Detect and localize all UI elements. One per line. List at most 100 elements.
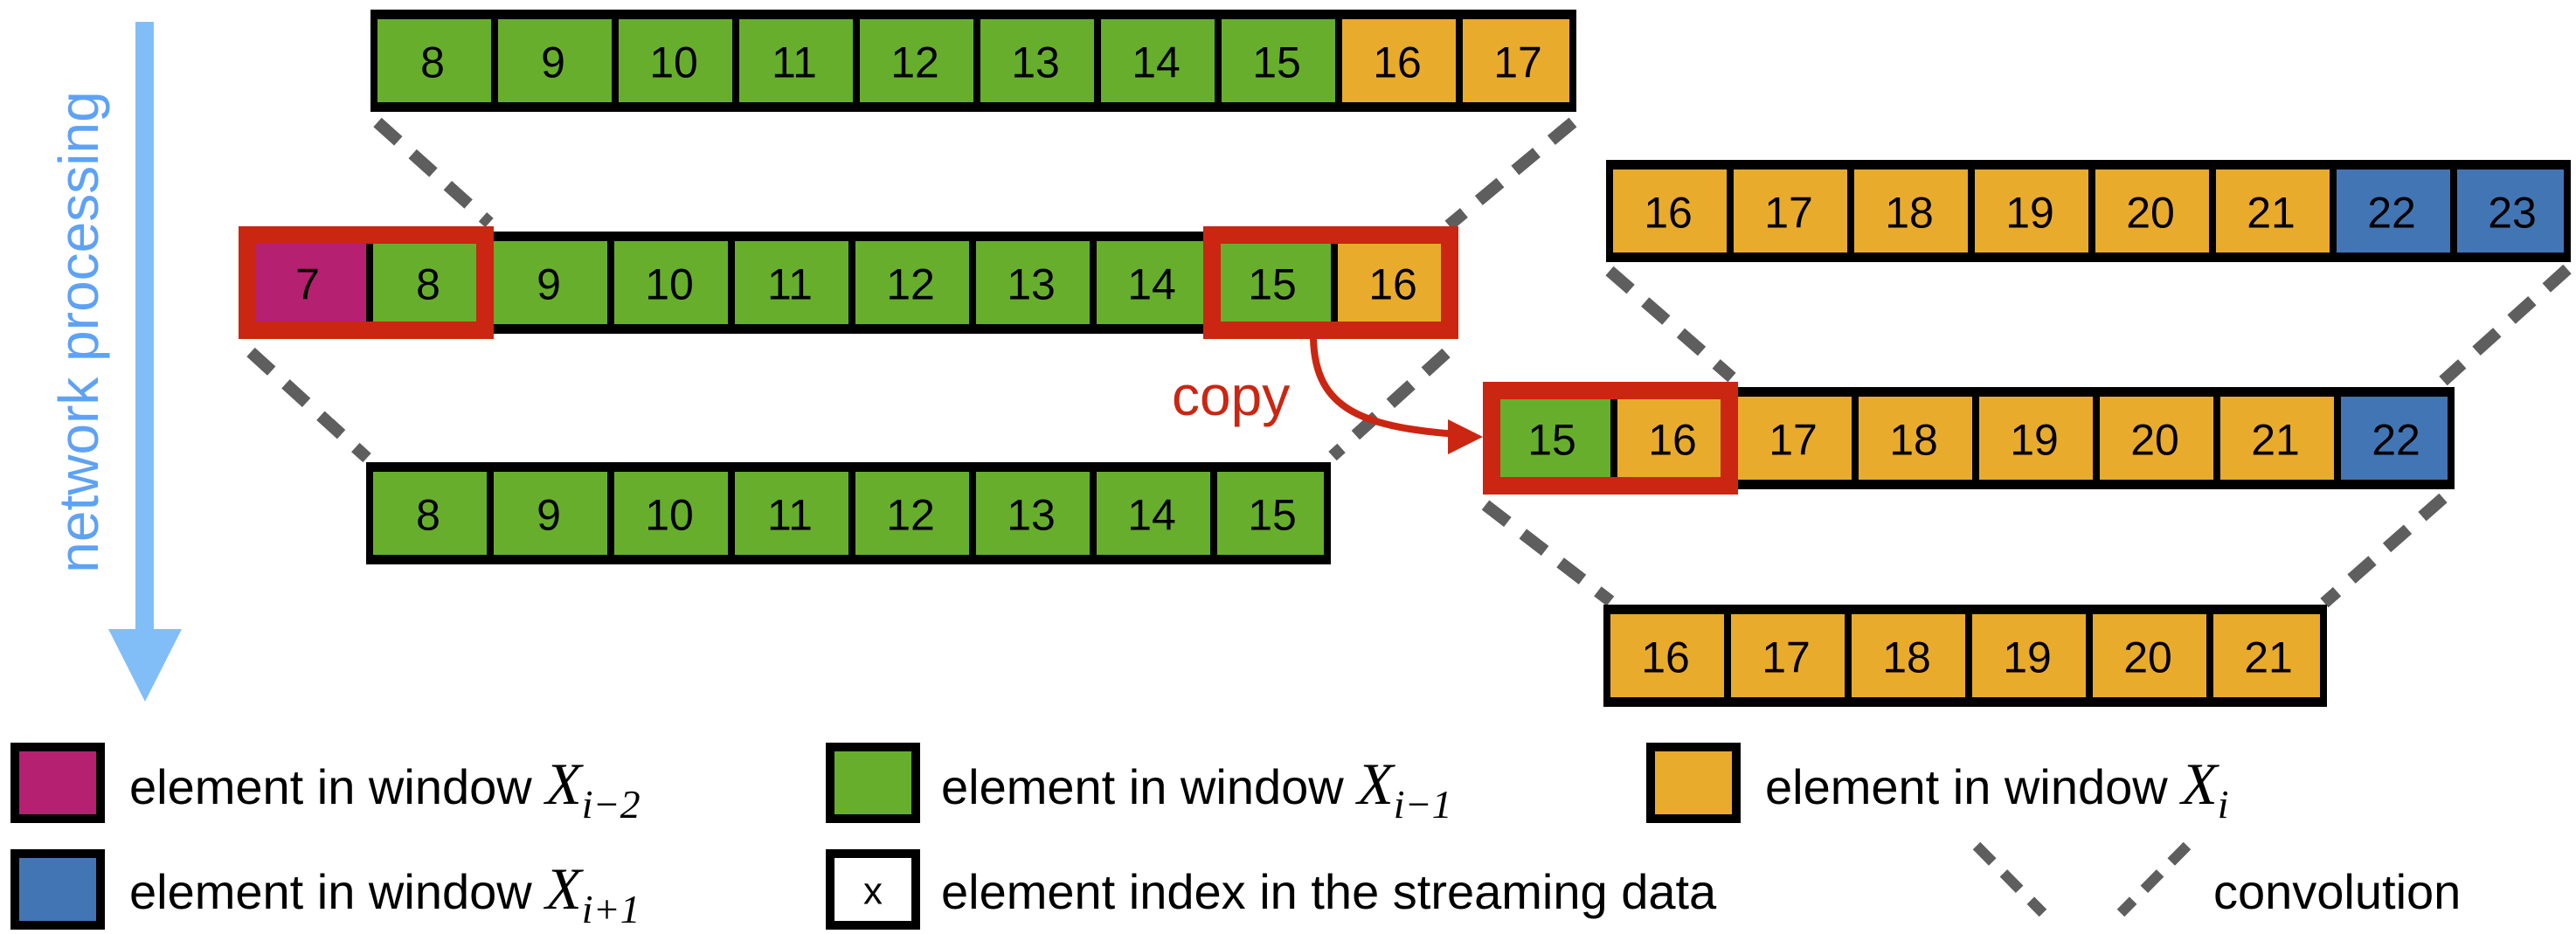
cell-index-label: 7 bbox=[295, 260, 320, 309]
element-cell: 16 bbox=[1617, 397, 1731, 480]
cell-fill-window_i bbox=[1975, 170, 2088, 253]
cell-index-label: 8 bbox=[420, 38, 445, 87]
element-cell: 16 bbox=[1338, 241, 1444, 324]
element-cell: 18 bbox=[1852, 614, 1965, 697]
arrow-shaft bbox=[135, 22, 154, 633]
element-cell: 9 bbox=[498, 19, 612, 102]
cell-fill-window_i bbox=[1342, 19, 1456, 102]
legend-item-window-i-minus-1: element in window Xi−1 bbox=[826, 743, 1452, 827]
element-cell: 15 bbox=[1222, 19, 1335, 102]
cell-index-label: 17 bbox=[1762, 633, 1811, 682]
element-cell: 8 bbox=[377, 19, 491, 102]
cell-index-label: 19 bbox=[2010, 416, 2059, 465]
legend-math-subscript: i+1 bbox=[582, 887, 641, 931]
cell-index-label: 19 bbox=[2003, 633, 2052, 682]
cell-index-label: 11 bbox=[772, 38, 817, 87]
element-cell: 21 bbox=[2220, 397, 2334, 480]
cell-index-label: 13 bbox=[1007, 491, 1056, 540]
cell-fill-window_i bbox=[1617, 397, 1731, 480]
legend-item-convolution: convolution bbox=[1972, 841, 2461, 919]
legend-item-window-i: element in window Xi bbox=[1646, 743, 2229, 827]
legend-math-subscript: i bbox=[2218, 782, 2229, 827]
cell-fill-window_i_minus_1 bbox=[855, 472, 969, 555]
element-cell: 17 bbox=[1463, 19, 1569, 102]
element-cell: 19 bbox=[1975, 170, 2088, 253]
legend-label: element index in the streaming data bbox=[941, 864, 1717, 919]
cell-fill-window_i_minus_1 bbox=[1217, 472, 1324, 555]
cell-fill-window_i_minus_1 bbox=[498, 19, 612, 102]
legend-label: element in window Xi−1 bbox=[941, 751, 1452, 827]
cell-index-label: 22 bbox=[2372, 416, 2420, 465]
convolution-swatch-icon bbox=[2116, 841, 2192, 917]
legend-math-subscript: i−1 bbox=[1394, 782, 1452, 827]
cell-fill-window_i_minus_1 bbox=[373, 472, 487, 555]
cell-fill-window_i_plus_1 bbox=[2457, 170, 2564, 253]
element-cell: 15 bbox=[1217, 472, 1324, 555]
cell-fill-window_i_minus_1 bbox=[1217, 241, 1331, 324]
cell-index-label: 13 bbox=[1011, 38, 1060, 87]
legend-math-symbol: X bbox=[543, 855, 584, 922]
legend-label: convolution bbox=[2213, 864, 2461, 919]
cell-index-label: 21 bbox=[2247, 189, 2296, 238]
cell-fill-window_i bbox=[1734, 170, 1847, 253]
cell-fill-window_i_minus_1 bbox=[373, 241, 487, 324]
cell-fill-window_i_minus_1 bbox=[494, 241, 607, 324]
element-cell: 17 bbox=[1731, 614, 1845, 697]
element-cell: 15 bbox=[1217, 241, 1331, 324]
legend-math-symbol: X bbox=[2178, 751, 2219, 817]
element-cell: 14 bbox=[1101, 19, 1215, 102]
cell-index-label: 16 bbox=[1648, 416, 1697, 465]
arrow-down-icon bbox=[108, 629, 182, 702]
cell-index-label: 20 bbox=[2130, 416, 2179, 465]
legend-swatch bbox=[10, 849, 105, 930]
convolution-dashed-line bbox=[2320, 493, 2448, 608]
cell-index-label: 10 bbox=[645, 260, 694, 309]
cell-index-label: 15 bbox=[1248, 491, 1297, 540]
cell-fill-window_i_minus_1 bbox=[980, 19, 1094, 102]
element-cell: 21 bbox=[2213, 614, 2320, 697]
copy-highlight-box bbox=[239, 226, 494, 339]
cell-index-label: 8 bbox=[416, 491, 440, 540]
cell-index-label: 15 bbox=[1252, 38, 1301, 87]
cell-fill-window_i bbox=[1610, 614, 1724, 697]
cell-index-label: 23 bbox=[2488, 189, 2537, 238]
cell-fill-window_i_minus_1 bbox=[1101, 19, 1215, 102]
legend-label-text: element index in the streaming data bbox=[941, 864, 1717, 919]
cell-fill-window_i_minus_1 bbox=[619, 19, 732, 102]
convolution-dashed-line bbox=[1444, 117, 1577, 231]
copy-highlight-box bbox=[1483, 382, 1738, 495]
cell-fill-window_i_minus_1 bbox=[860, 19, 973, 102]
element-cell: 19 bbox=[1979, 397, 2093, 480]
legend-swatch bbox=[826, 849, 920, 930]
element-cell: 9 bbox=[494, 241, 607, 324]
element-cell: 14 bbox=[1097, 241, 1210, 324]
legend-label-text: element in window bbox=[129, 864, 545, 919]
cell-fill-window_i bbox=[2213, 614, 2320, 697]
convolution-dashed-line bbox=[373, 117, 494, 228]
copy-highlight-box bbox=[1203, 226, 1458, 339]
cell-fill-window_i_minus_1 bbox=[735, 241, 848, 324]
cell-fill-window_i bbox=[2093, 614, 2206, 697]
cell-fill-window_i bbox=[2220, 397, 2334, 480]
cell-fill-window_i_minus_1 bbox=[377, 19, 491, 102]
cell-index-label: 15 bbox=[1527, 416, 1576, 465]
element-cell: 19 bbox=[1972, 614, 2086, 697]
cell-fill-window_i bbox=[1979, 397, 2093, 480]
element-cell: 10 bbox=[614, 472, 728, 555]
cell-fill-window_i bbox=[2095, 170, 2209, 253]
cell-index-label: 14 bbox=[1132, 38, 1181, 87]
legend-label: element in window Xi+1 bbox=[129, 855, 641, 931]
copy-arrowhead-icon bbox=[1448, 419, 1483, 454]
cell-fill-window_i_minus_1 bbox=[739, 19, 853, 102]
element-cell: 18 bbox=[1859, 397, 1972, 480]
convolution-swatch-icon bbox=[1972, 841, 2047, 917]
legend-math-symbol: X bbox=[1354, 751, 1395, 817]
element-cell: 10 bbox=[614, 241, 728, 324]
legend-swatch bbox=[10, 743, 105, 823]
cell-index-label: 12 bbox=[886, 491, 935, 540]
